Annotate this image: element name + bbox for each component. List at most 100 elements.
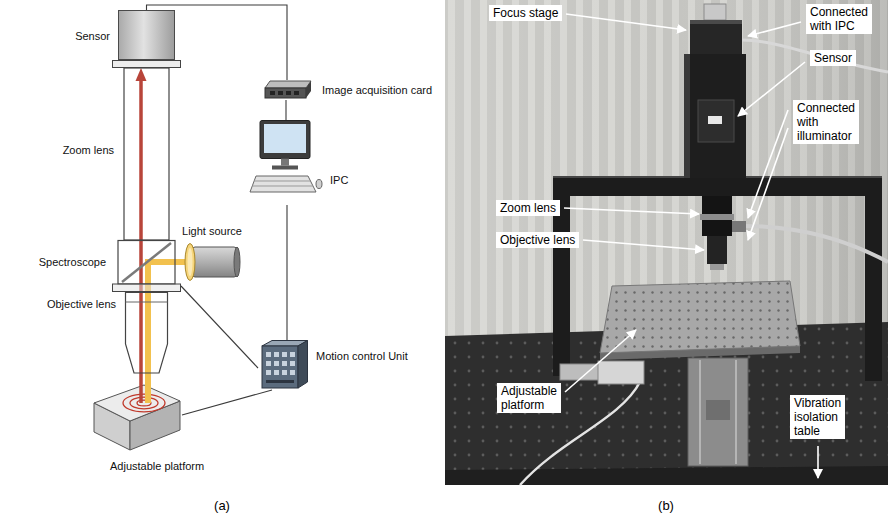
motion-control-unit-shape-part bbox=[290, 361, 295, 366]
computer-icon-shape-part bbox=[316, 180, 322, 189]
zoom-lens-shape-part bbox=[124, 68, 169, 240]
spectroscope-shape-part bbox=[118, 241, 175, 285]
optical-beams-part bbox=[139, 80, 143, 383]
adjustable-platform-shape-part bbox=[130, 397, 158, 409]
light-source: Light source bbox=[183, 242, 240, 282]
signal-wire bbox=[182, 390, 272, 415]
sensor-box-shape-part bbox=[119, 11, 175, 60]
computer-icon-shape-part bbox=[254, 181, 310, 182]
photo-part bbox=[735, 360, 737, 464]
motion-control-unit-shape-part bbox=[282, 352, 287, 357]
objective-lens-shape-part bbox=[126, 302, 168, 303]
motion-control-unit-shape-part bbox=[266, 361, 271, 366]
computer-icon-shape-part bbox=[252, 186, 313, 187]
part-label: Light source bbox=[182, 225, 242, 238]
callout-label: Focus stage bbox=[489, 5, 562, 21]
motion-control-unit-shape-part bbox=[282, 370, 287, 375]
photo-part bbox=[704, 4, 726, 20]
photo-part bbox=[553, 176, 882, 196]
sensor-box: Sensor bbox=[118, 10, 175, 60]
computer-icon-shape-part bbox=[264, 124, 306, 153]
spectroscope-shape-part bbox=[122, 243, 171, 282]
adjustable-platform-shape-part bbox=[123, 394, 165, 412]
acquisition-card-shape bbox=[262, 80, 312, 100]
photo-part bbox=[700, 214, 734, 220]
part-label: Sensor bbox=[75, 30, 110, 43]
motion-control-unit-shape-part bbox=[274, 352, 279, 357]
photo-part bbox=[688, 358, 748, 466]
motion-control-unit-shape-part bbox=[266, 370, 271, 375]
photo-part bbox=[690, 20, 742, 54]
photo-part bbox=[744, 226, 888, 262]
acquisition-card-shape-part bbox=[306, 81, 311, 98]
motion-control-unit-shape-part bbox=[266, 352, 271, 357]
motion-control-unit-shape-part bbox=[266, 380, 294, 383]
acquisition-card-shape-part bbox=[294, 91, 299, 95]
adjustable-platform: Adjustable platform bbox=[92, 383, 182, 452]
part-label: Spectroscope bbox=[39, 256, 106, 269]
spectroscope: Spectroscope bbox=[112, 240, 181, 292]
adjustable-platform-shape-part bbox=[145, 383, 151, 403]
acquisition-card: Image acquisition card bbox=[262, 80, 312, 100]
computer-icon-shape-part bbox=[260, 121, 310, 159]
photo-part bbox=[708, 116, 722, 124]
photo-part bbox=[732, 221, 746, 232]
light-source-shape-part bbox=[234, 247, 240, 277]
panel-caption: (a) bbox=[214, 498, 230, 513]
signal-wire bbox=[285, 100, 286, 120]
part-label: Objective lens bbox=[47, 298, 116, 311]
light-source-shape-part bbox=[192, 247, 237, 277]
panel-caption: (b) bbox=[658, 498, 674, 513]
acquisition-card-shape-part bbox=[265, 81, 311, 88]
acquisition-card-shape-part bbox=[278, 91, 283, 95]
computer-icon-shape-part bbox=[281, 159, 289, 166]
light-source-shape bbox=[183, 242, 240, 282]
photo-part bbox=[742, 40, 888, 72]
callout-label: Connected with IPC bbox=[806, 4, 872, 34]
optical-beams-part bbox=[136, 68, 147, 81]
motion-control-unit: Motion control Unit bbox=[258, 340, 308, 390]
acquisition-card-shape-part bbox=[265, 88, 306, 98]
leader-arrows-part bbox=[583, 240, 704, 250]
part-label: Adjustable platform bbox=[110, 460, 204, 473]
part-label: Zoom lens bbox=[63, 144, 114, 157]
adjustable-platform-shape bbox=[92, 383, 182, 452]
leader-arrows-part bbox=[565, 330, 636, 392]
callout-label: Adjustable platform bbox=[497, 383, 561, 413]
callout-label: Objective lens bbox=[496, 232, 579, 248]
photo-part bbox=[707, 236, 727, 264]
photo-part bbox=[600, 281, 800, 353]
acquisition-card-shape-part bbox=[286, 91, 291, 95]
leader-arrows bbox=[564, 14, 818, 478]
motion-control-unit-shape-part bbox=[274, 361, 279, 366]
light-source-shape-part bbox=[185, 244, 195, 281]
leader-arrows-part bbox=[748, 110, 788, 218]
leader-arrows-part bbox=[566, 14, 686, 30]
spectroscope-shape-part bbox=[113, 284, 181, 292]
callout-label: Zoom lens bbox=[496, 200, 560, 216]
signal-wire bbox=[286, 205, 287, 340]
zoom-lens-shape-part bbox=[113, 61, 181, 68]
computer-icon: IPC bbox=[250, 120, 322, 205]
leader-arrows-part bbox=[817, 446, 819, 478]
acquisition-card-shape-part bbox=[270, 91, 275, 95]
callout-label: Connected with illuminator bbox=[793, 100, 859, 144]
light-source-shape-part bbox=[188, 248, 193, 276]
photo-part bbox=[706, 400, 730, 420]
photo-part bbox=[445, 0, 888, 485]
motion-control-unit-shape-part bbox=[290, 370, 295, 375]
motion-control-unit-shape-part bbox=[274, 370, 279, 375]
optical-beams bbox=[136, 68, 187, 383]
objective-lens-shape-part bbox=[126, 293, 168, 374]
photo-part bbox=[698, 100, 734, 142]
photo-part bbox=[865, 176, 882, 381]
motion-control-unit-shape-part bbox=[290, 352, 295, 357]
photo-part bbox=[710, 264, 724, 270]
adjustable-platform-shape-part bbox=[139, 383, 143, 403]
photo-part bbox=[684, 54, 690, 178]
motion-control-unit-shape-part bbox=[282, 361, 287, 366]
motion-control-unit-shape-part bbox=[262, 346, 298, 388]
photo bbox=[445, 0, 888, 485]
signal-wire bbox=[181, 286, 258, 368]
callout-label: Vibration isolation table bbox=[790, 395, 845, 439]
